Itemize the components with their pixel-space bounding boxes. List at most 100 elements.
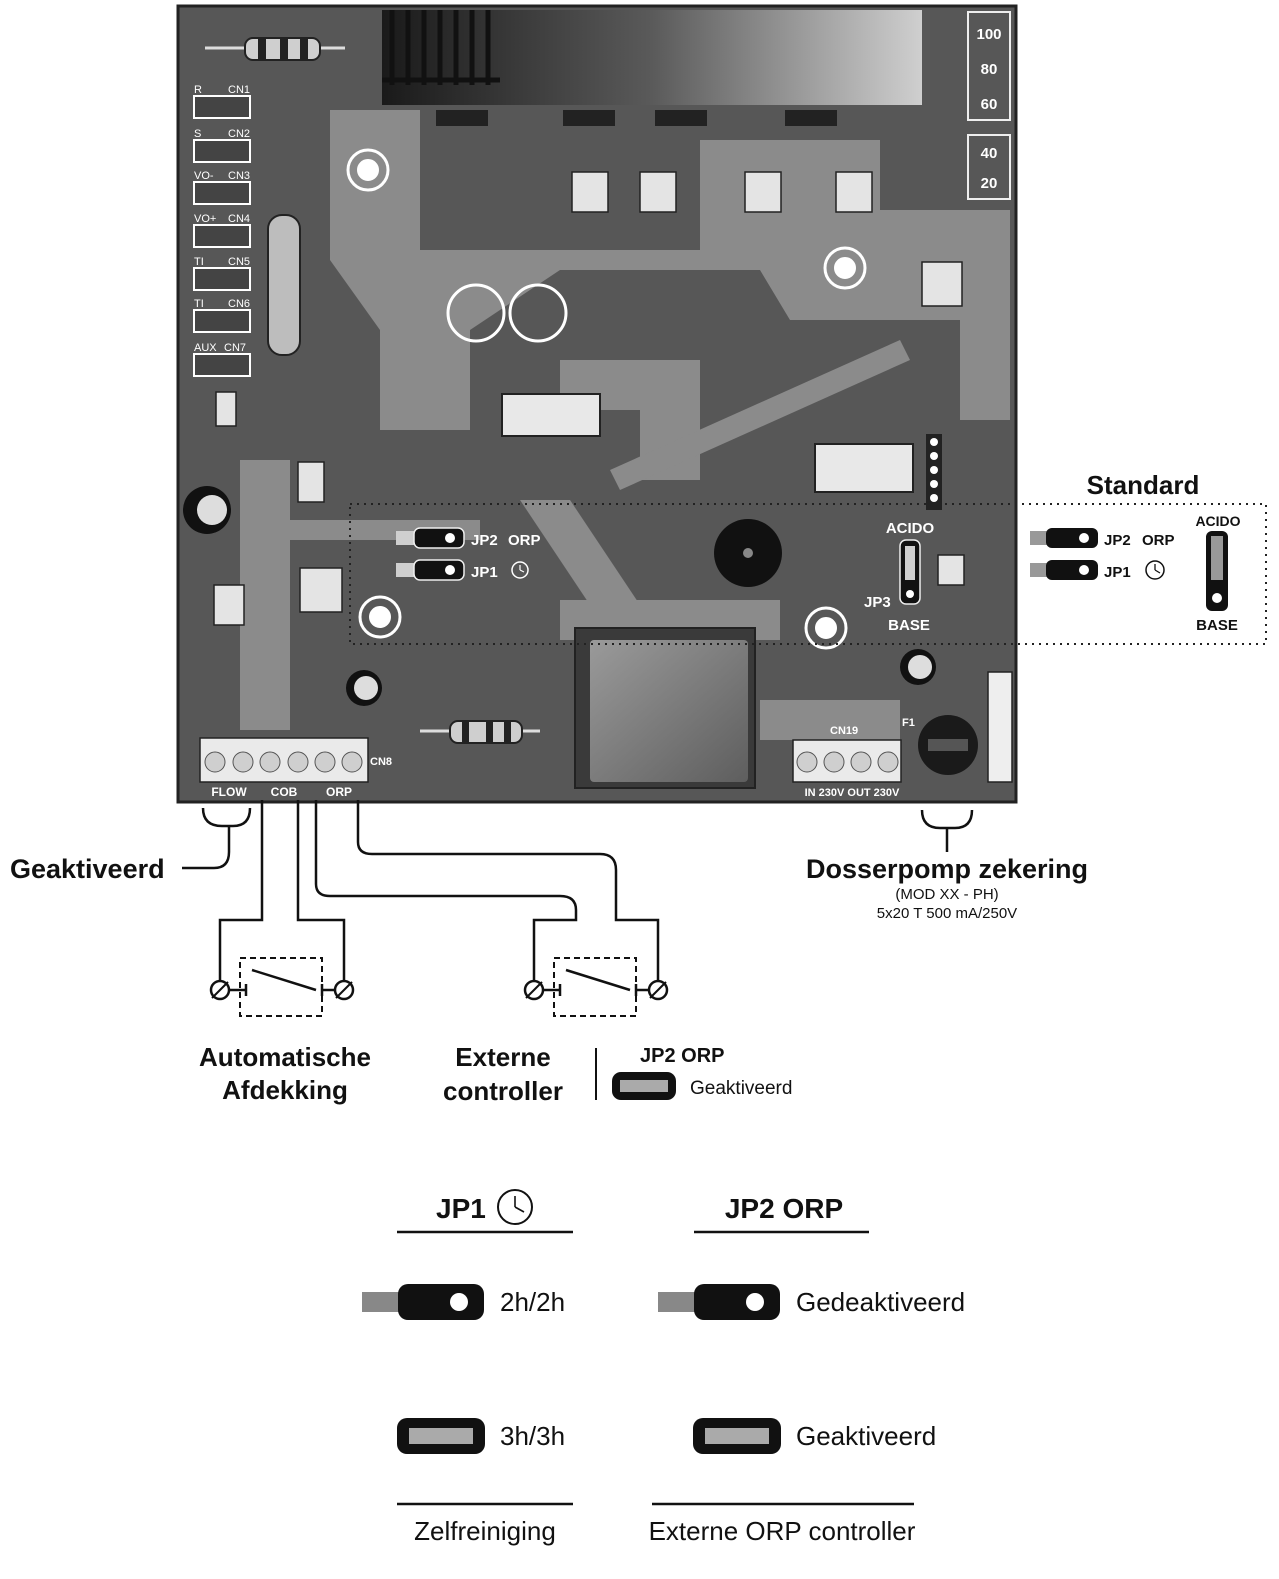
legend-jp1-closed: 3h/3h <box>500 1421 565 1451</box>
jumper-closed-icon <box>693 1418 781 1454</box>
cn4-plug <box>193 224 251 248</box>
led-level-40: 40 <box>981 145 998 162</box>
fuse-bracket <box>920 809 974 830</box>
led-level-100: 100 <box>976 26 1001 43</box>
cn2-label: S <box>194 128 201 140</box>
cob-terminal-label: COB <box>271 785 298 799</box>
legend-jp2-title: JP2 ORP <box>725 1193 843 1224</box>
heatsink-fins <box>389 10 491 85</box>
cn1-id: CN1 <box>228 84 250 96</box>
board-jp2-suffix: ORP <box>508 532 541 549</box>
cn7-id: CN7 <box>224 342 246 354</box>
legend-jp2-open: Gedeaktiveerd <box>796 1287 965 1317</box>
jumper-closed-icon <box>397 1418 485 1454</box>
auto-cover-label-line2: Afdekking <box>222 1075 348 1105</box>
standard-jp2-label: JP2 <box>1104 532 1131 549</box>
capacitor-vertical <box>267 214 301 356</box>
standard-title: Standard <box>1087 470 1200 500</box>
cn2-plug <box>193 139 251 163</box>
board-jp2-label: JP2 <box>471 532 498 549</box>
wiring <box>182 800 974 980</box>
fuse-spec: 5x20 T 500 mA/250V <box>877 905 1017 922</box>
fuse-model: (MOD XX - PH) <box>895 886 998 903</box>
standard-jp2-suffix: ORP <box>1142 532 1175 549</box>
wire-cob-2 <box>296 800 346 980</box>
trimmers <box>183 486 936 706</box>
jumper-legend: JP1 JP2 ORP 2h/2h Gedeaktiveerd 3h/3h <box>362 1189 965 1546</box>
clock-icon <box>497 1189 533 1225</box>
pad-circle-right <box>508 283 568 343</box>
board-acido-label: ACIDO <box>886 520 935 537</box>
activated-label: Geaktiveerd <box>10 854 165 884</box>
board-jumpers: JP2 ORP JP1 ACIDO JP3 BASE <box>396 520 934 634</box>
clock-icon <box>1145 560 1165 580</box>
board-jp3-label: JP3 <box>864 594 891 611</box>
clock-icon <box>511 561 529 579</box>
cn1-label: R <box>194 84 202 96</box>
cn6-plug <box>193 309 251 333</box>
terminal-cn19: CN19 F1 IN 230V OUT 230V <box>792 717 915 799</box>
jumper-closed-icon <box>612 1072 676 1100</box>
standard-base-label: BASE <box>1196 617 1238 634</box>
led-level-60: 60 <box>981 96 998 113</box>
pad-circle-left <box>446 283 506 343</box>
jumper-open-icon <box>658 1284 780 1320</box>
header-pins <box>926 434 942 510</box>
heatsink <box>382 10 922 105</box>
mounting-holes <box>346 148 867 650</box>
led-level-20: 20 <box>981 175 998 192</box>
cn3-label: VO- <box>194 170 214 182</box>
large-ics <box>501 393 914 493</box>
cn3-id: CN3 <box>228 170 250 182</box>
cn3-plug <box>193 181 251 205</box>
standard-acido-label: ACIDO <box>1195 513 1240 529</box>
legend-jp2-caption: Externe ORP controller <box>649 1516 916 1546</box>
led-scale: 100 80 60 40 20 <box>967 11 1011 200</box>
cn2-id: CN2 <box>228 128 250 140</box>
activated-leader <box>182 826 231 870</box>
power-terminal-label: IN 230V OUT 230V <box>805 787 900 799</box>
cn7-plug <box>193 353 251 377</box>
auto-cover-label-line1: Automatische <box>199 1042 371 1072</box>
small-chips <box>213 171 965 626</box>
fuse-title: Dosserpomp zekering <box>806 854 1088 884</box>
legend-jp1-title: JP1 <box>436 1193 486 1224</box>
terminal-cn8: CN8 FLOW COB ORP <box>199 737 392 800</box>
wire-orp-2 <box>356 800 660 980</box>
left-connectors: R CN1 S CN2 VO- CN3 VO+ CN4 TI CN5 TI CN… <box>193 84 251 377</box>
legend-jp1-caption: Zelfreiniging <box>414 1516 556 1546</box>
standard-jp1-label: JP1 <box>1104 564 1131 581</box>
orp-terminal-label: ORP <box>326 785 352 799</box>
cn6-label: TI <box>194 298 204 310</box>
cn5-plug <box>193 267 251 291</box>
resistor-top <box>205 37 345 61</box>
board-base-label: BASE <box>888 617 930 634</box>
cn4-id: CN4 <box>228 213 250 225</box>
wire-cob-1 <box>218 800 264 980</box>
cn5-id: CN5 <box>228 256 250 268</box>
board-jp1-label: JP1 <box>471 564 498 581</box>
standard-callout: Standard JP2 ORP JP1 ACIDO BASE <box>1030 470 1241 634</box>
flow-bracket <box>201 807 252 828</box>
ext-jp2-title: JP2 ORP <box>640 1045 724 1067</box>
legend-jp1-open: 2h/2h <box>500 1287 565 1317</box>
led-level-80: 80 <box>981 61 998 78</box>
legend-jp2-closed: Geaktiveerd <box>796 1421 936 1451</box>
auto-cover-switch <box>209 957 355 1017</box>
transistors <box>436 110 837 126</box>
cn6-id: CN6 <box>228 298 250 310</box>
cn1-plug <box>193 95 251 119</box>
cn19-label: CN19 <box>830 725 858 737</box>
wire-orp-1 <box>314 800 578 980</box>
cn7-label: AUX <box>194 342 217 354</box>
resistor-bottom <box>420 720 540 744</box>
flow-terminal-label: FLOW <box>211 785 247 799</box>
jumper-zoom-frame <box>349 503 1267 645</box>
cn4-label: VO+ <box>194 213 216 225</box>
external-controller-switch <box>523 957 669 1017</box>
ext-controller-label-line1: Externe <box>455 1042 550 1072</box>
fuse-holder <box>918 671 1013 783</box>
ext-controller-label-line2: controller <box>443 1076 563 1106</box>
